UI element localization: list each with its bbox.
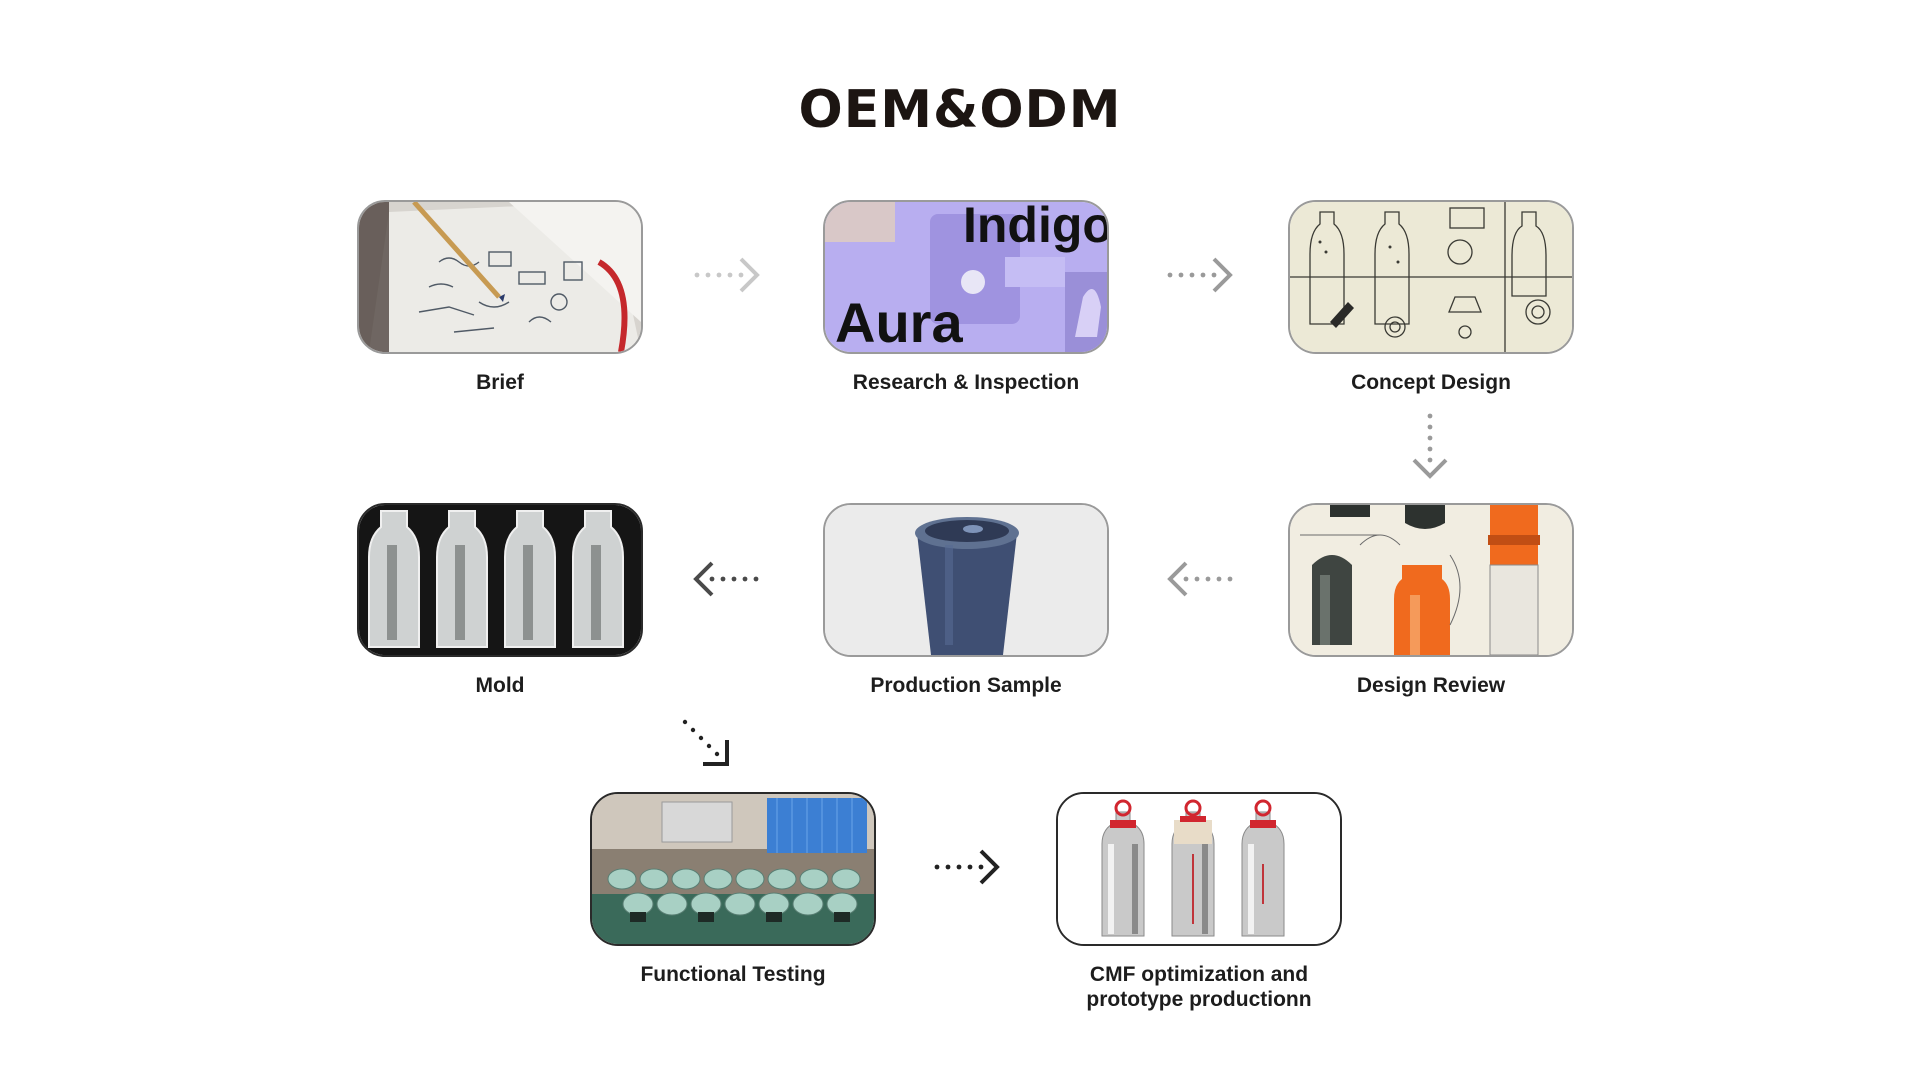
arrow-down-icon [1408, 412, 1452, 482]
cmf-prototype-image [1056, 792, 1342, 946]
step-label: Mold [475, 674, 525, 697]
arrow-left-icon [1164, 557, 1234, 601]
concept-design-image [1288, 200, 1574, 354]
step-label: Brief [476, 371, 524, 394]
research-word-2: Aura [835, 291, 963, 352]
step-cmf-prototype: CMF optimization and prototype productio… [1056, 792, 1342, 1012]
functional-testing-image [590, 792, 876, 946]
arrow-down-right-icon [681, 718, 737, 774]
step-label: Concept Design [1351, 371, 1511, 394]
mold-image [357, 503, 643, 657]
research-image: Indigo Aura [823, 200, 1109, 354]
arrow-right-icon [693, 253, 763, 297]
production-sample-image [823, 503, 1109, 657]
step-concept-design: Concept Design [1288, 200, 1574, 395]
page-title: OEM&ODM [798, 80, 1122, 140]
step-design-review: Design Review [1288, 503, 1574, 698]
step-label: CMF optimization and prototype productio… [1086, 963, 1312, 1011]
research-word-1: Indigo [963, 202, 1107, 253]
brief-image [357, 200, 643, 354]
arrow-right-icon [933, 845, 1003, 889]
arrow-right-icon [1166, 253, 1236, 297]
step-functional-testing: Functional Testing [590, 792, 876, 987]
design-review-image [1288, 503, 1574, 657]
step-brief: Brief [357, 200, 643, 395]
step-label: Functional Testing [640, 963, 826, 986]
step-production-sample: Production Sample [823, 503, 1109, 698]
step-label: Research & Inspection [852, 371, 1080, 394]
arrow-left-icon [690, 557, 760, 601]
step-mold: Mold [357, 503, 643, 698]
step-label: Design Review [1356, 674, 1506, 697]
step-research: Indigo Aura Research & Inspection [823, 200, 1109, 395]
step-label: Production Sample [870, 674, 1062, 697]
